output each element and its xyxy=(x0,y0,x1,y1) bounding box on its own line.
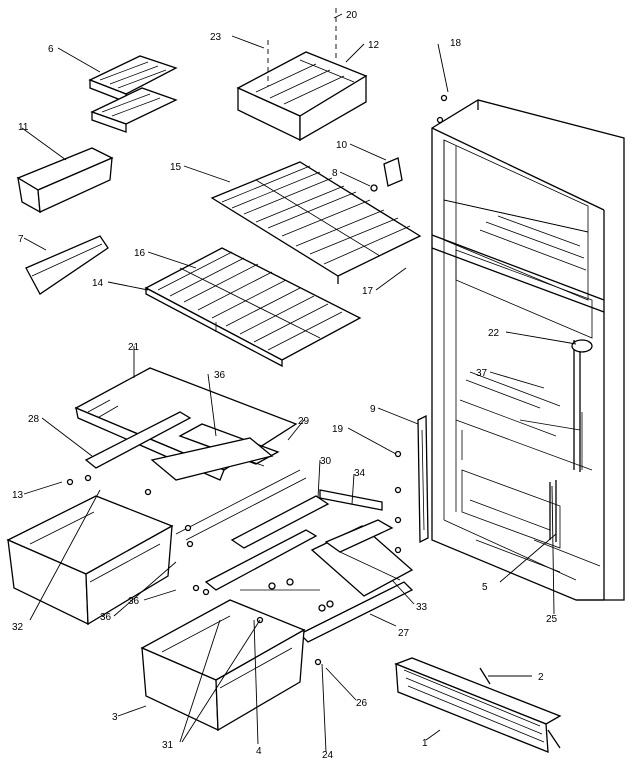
callout-23: 23 xyxy=(210,32,222,43)
callout-15: 15 xyxy=(170,162,182,173)
callout-34: 34 xyxy=(354,468,366,479)
callout-31: 31 xyxy=(162,740,174,751)
callout-9: 9 xyxy=(370,404,376,415)
ice-bin-assembly xyxy=(236,8,368,142)
door-shelf-rail xyxy=(25,235,109,295)
shelf-bracket xyxy=(370,157,403,192)
callout-27: 27 xyxy=(398,628,410,639)
callout-7: 7 xyxy=(18,234,24,245)
lower-wire-shelf xyxy=(144,247,362,368)
callout-10: 10 xyxy=(336,140,348,151)
callout-8: 8 xyxy=(332,168,338,179)
leader-lines xyxy=(21,13,577,753)
callout-25: 25 xyxy=(546,614,558,625)
callout-18: 18 xyxy=(450,38,462,49)
callout-19: 19 xyxy=(332,424,344,435)
base-grille xyxy=(394,657,562,753)
callout-11: 11 xyxy=(18,122,29,133)
callout-22: 22 xyxy=(488,328,500,339)
callout-29: 29 xyxy=(298,416,310,427)
callout-26: 26 xyxy=(356,698,368,709)
callout-16: 16 xyxy=(134,248,146,259)
callout-24: 24 xyxy=(322,750,334,761)
callout-12: 12 xyxy=(368,40,380,51)
callout-20: 20 xyxy=(346,10,358,21)
callout-37: 37 xyxy=(476,368,488,379)
refrigerator-cabinet xyxy=(431,99,625,601)
callout-1: 1 xyxy=(422,738,428,749)
callout-4: 4 xyxy=(256,746,262,757)
callout-33: 33 xyxy=(416,602,428,613)
right-crisper-drawer xyxy=(140,599,306,732)
callout-30: 30 xyxy=(320,456,332,467)
callout-3: 3 xyxy=(112,712,118,723)
callout-28: 28 xyxy=(28,414,40,425)
callout-labels: 20 23 12 6 18 11 10 8 15 7 16 14 17 21 2… xyxy=(12,10,558,761)
callout-13: 13 xyxy=(12,490,24,501)
ice-trays xyxy=(88,55,178,133)
callout-17: 17 xyxy=(362,286,374,297)
callout-36-top: 36 xyxy=(214,370,226,381)
callout-6: 6 xyxy=(48,44,54,55)
callout-32: 32 xyxy=(12,622,24,633)
callout-36-mid: 36 xyxy=(100,612,112,623)
mullion-rail xyxy=(417,414,429,544)
callout-36-low: 36 xyxy=(128,596,140,607)
callout-14: 14 xyxy=(92,278,104,289)
storage-bin xyxy=(16,147,114,214)
left-crisper-drawer xyxy=(6,495,174,626)
callout-21: 21 xyxy=(128,342,140,353)
callout-2: 2 xyxy=(538,672,544,683)
callout-5: 5 xyxy=(482,582,488,593)
crisper-cover xyxy=(74,367,298,481)
upper-wire-shelf xyxy=(210,161,422,284)
crisper-slide-frame xyxy=(175,469,414,643)
